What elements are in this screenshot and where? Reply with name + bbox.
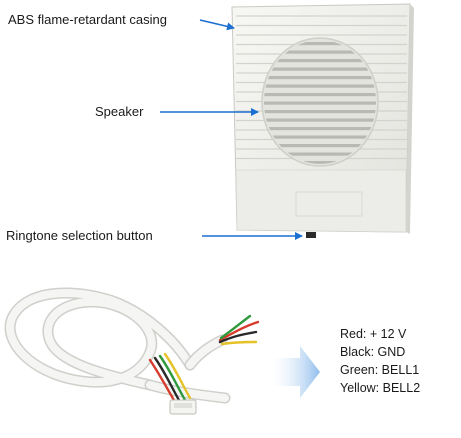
grille-slot <box>264 50 376 54</box>
wire-legend-green: Green: BELL1 <box>340 363 420 377</box>
wire-legend: Red: + 12 V Black: GND Green: BELL1 Yell… <box>340 325 420 397</box>
wire-red-top <box>218 320 260 342</box>
grille-slot <box>264 67 376 71</box>
casing-label: ABS flame-retardant casing <box>8 12 167 27</box>
speaker-grille <box>261 37 379 167</box>
grille-slot <box>264 84 376 88</box>
wire-yellow-top <box>220 340 258 346</box>
wire-connector <box>169 399 197 415</box>
grille-slot <box>264 127 376 131</box>
grille-slot <box>264 118 376 122</box>
grille-slot <box>264 101 376 105</box>
grille-slot <box>264 42 376 46</box>
speaker-label: Speaker <box>95 104 144 119</box>
wire-legend-black: Black: GND <box>340 345 406 359</box>
grille-slot <box>264 135 376 139</box>
wire-green-top <box>219 314 252 340</box>
wire-black-top <box>218 330 258 344</box>
callout-arrows <box>160 19 303 240</box>
grille-slot <box>264 76 376 80</box>
ringtone-button <box>306 232 316 238</box>
ringtone-button-label: Ringtone selection button <box>6 228 153 243</box>
wire-bundle-bottom <box>148 352 192 404</box>
grille-slot <box>264 152 376 156</box>
wire-green-bottom <box>158 354 187 402</box>
grille-slot <box>264 144 376 148</box>
cable-coil <box>4 287 231 404</box>
grille-slot <box>264 93 376 97</box>
wire-legend-red: Red: + 12 V <box>340 327 407 341</box>
grille-slot <box>264 161 376 164</box>
pointer-arrow <box>272 346 320 398</box>
grille-slot <box>264 59 376 63</box>
wire-legend-yellow: Yellow: BELL2 <box>340 381 421 395</box>
wire-yellow-bottom <box>163 352 192 400</box>
casing-arrow <box>199 19 235 31</box>
wire-bundle-top <box>218 314 260 346</box>
wire-red-bottom <box>148 358 177 404</box>
grille-slot <box>264 110 376 114</box>
wire-black-bottom <box>153 356 182 404</box>
